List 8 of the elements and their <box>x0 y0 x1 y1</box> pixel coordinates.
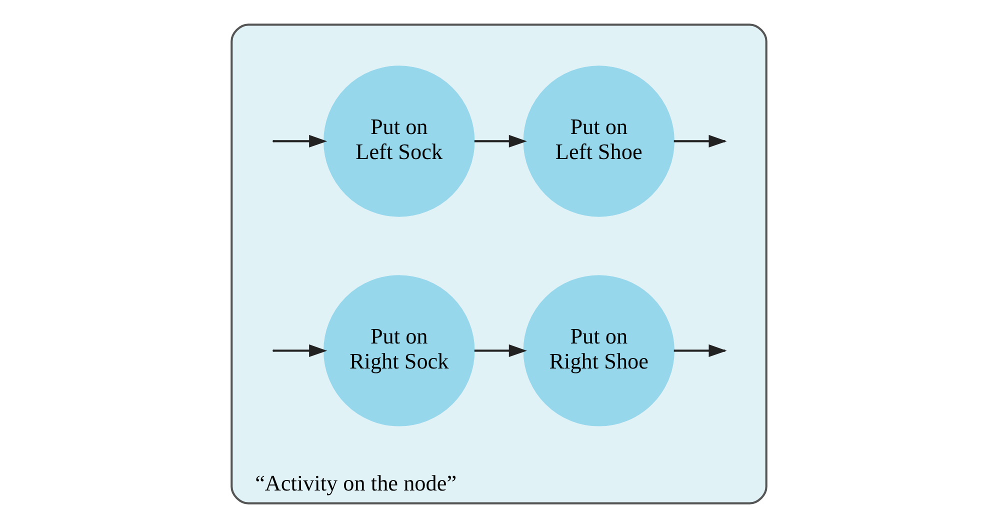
arrow <box>274 344 328 358</box>
arrow <box>474 134 527 148</box>
node-circle: Put on Right Sock <box>324 275 475 426</box>
node-circle: Put on Right Shoe <box>523 275 674 426</box>
arrow <box>474 344 527 358</box>
node-circle: Put on Left Sock <box>324 66 475 217</box>
arrow <box>274 134 328 148</box>
node-circle: Put on Left Shoe <box>523 66 674 217</box>
